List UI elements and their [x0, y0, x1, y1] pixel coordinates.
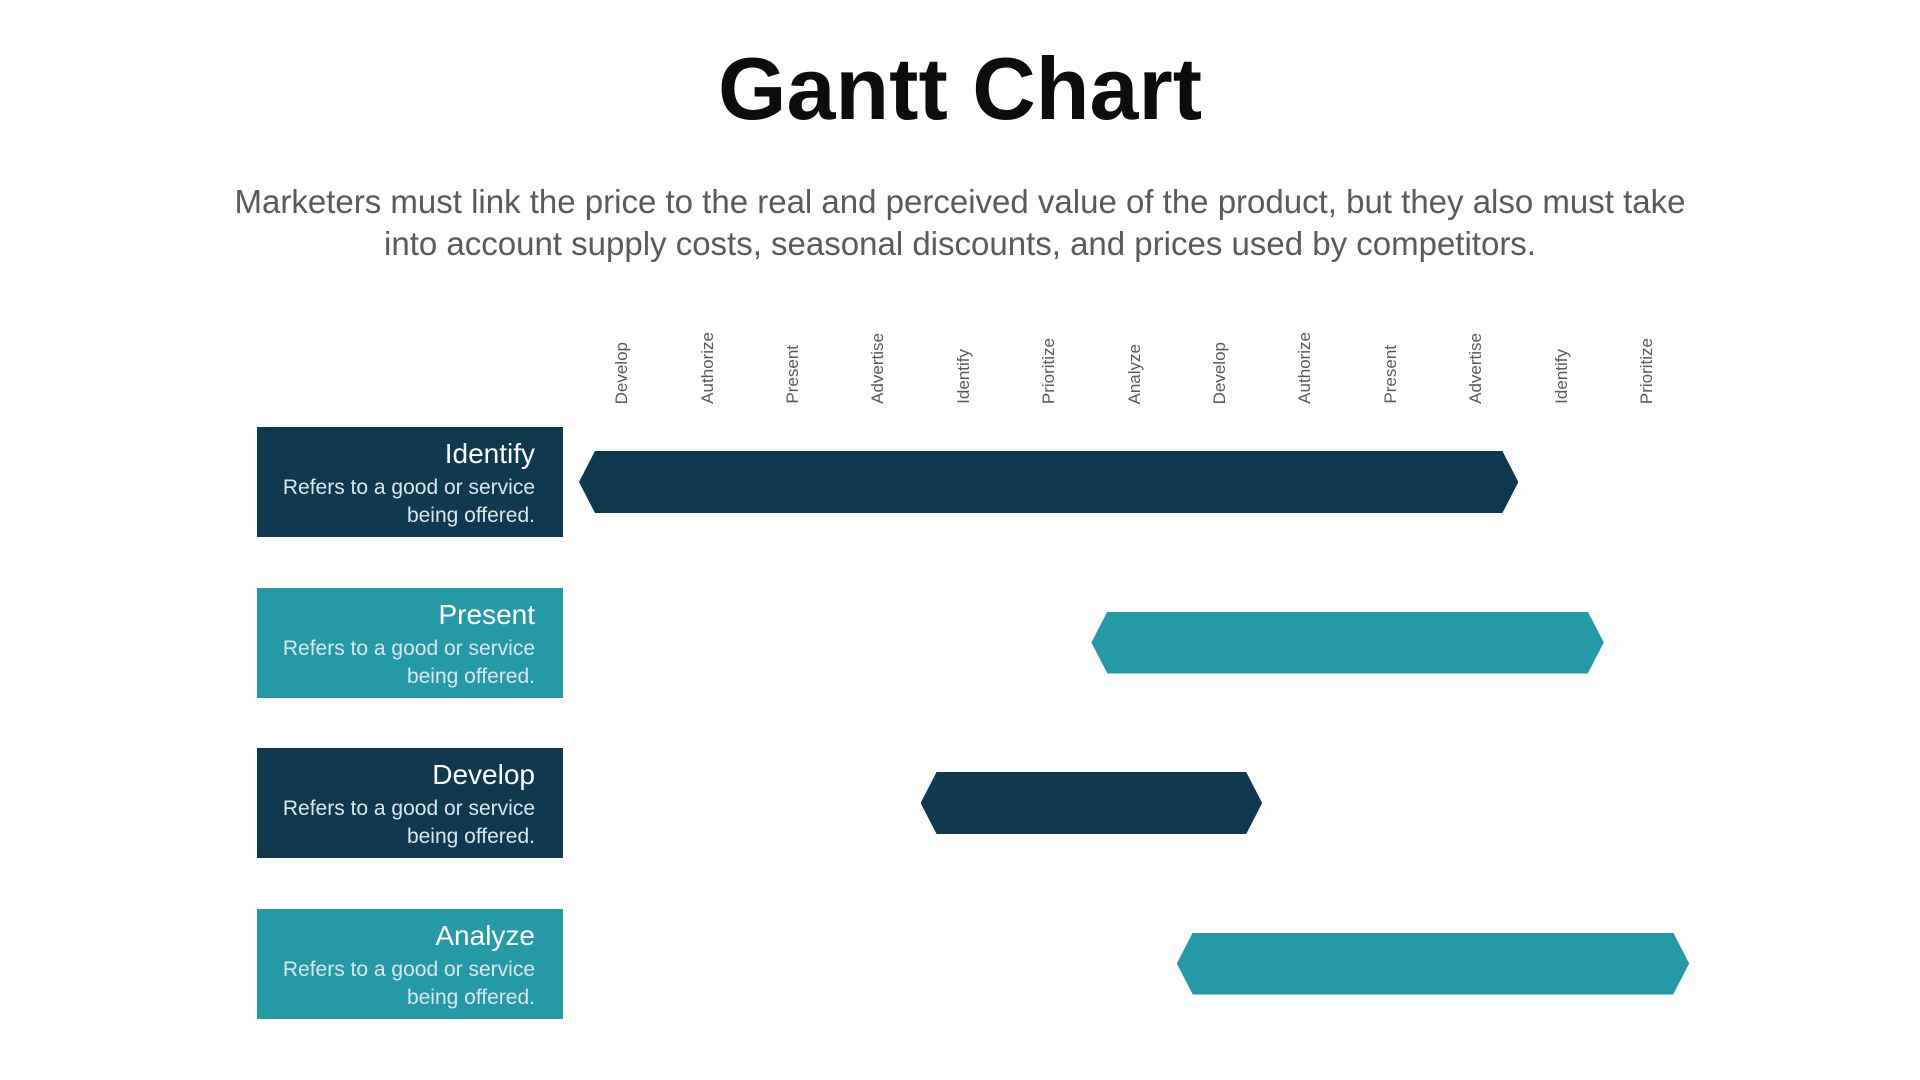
column-header: Develop: [579, 256, 664, 406]
column-header-label: Advertise: [868, 333, 888, 404]
column-header: Identify: [1518, 256, 1603, 406]
column-header-label: Present: [782, 345, 802, 404]
gantt-bar-develop: [921, 772, 1263, 834]
column-header: Prioritize: [1006, 256, 1091, 406]
gantt-bar-present: [1091, 612, 1603, 674]
row-title: Develop: [432, 759, 535, 790]
column-header-label: Present: [1380, 345, 1400, 404]
column-header: Advertise: [835, 256, 920, 406]
column-header-label: Analyze: [1124, 343, 1144, 404]
column-header-label: Develop: [1209, 341, 1229, 404]
page-subtitle: Marketers must link the price to the rea…: [234, 183, 1686, 262]
column-header-label: Authorize: [1295, 332, 1315, 404]
column-header-label: Identify: [953, 349, 973, 404]
row-description: Refers to a good or service being offere…: [282, 957, 535, 1009]
column-header: Prioritize: [1604, 256, 1689, 406]
row-description: Refers to a good or service being offere…: [282, 476, 535, 527]
column-header: Authorize: [1262, 256, 1347, 406]
row-title: Present: [438, 598, 536, 630]
row-title: Analyze: [435, 919, 535, 951]
row-description: Refers to a good or service being offere…: [282, 797, 535, 848]
row-title: Identify: [444, 438, 535, 469]
column-header: Authorize: [664, 256, 749, 406]
column-header-label: Advertise: [1466, 333, 1486, 404]
column-header: Present: [1348, 256, 1433, 406]
column-header: Advertise: [1433, 256, 1518, 406]
column-header-label: Prioritize: [1636, 337, 1656, 404]
gantt-bar-identify: [579, 451, 1518, 513]
column-header-label: Authorize: [697, 332, 717, 404]
gantt-bar-analyze: [1177, 933, 1689, 995]
column-header-label: Identify: [1551, 349, 1571, 404]
column-header-label: Develop: [612, 341, 632, 404]
column-header: Analyze: [1091, 256, 1176, 406]
column-header: Present: [750, 256, 835, 406]
page-title: Gantt Chart: [718, 39, 1202, 138]
column-header: Identify: [921, 256, 1006, 406]
column-header: Develop: [1177, 256, 1262, 406]
row-description: Refers to a good or service being offere…: [282, 636, 535, 688]
column-header-label: Prioritize: [1039, 337, 1059, 404]
